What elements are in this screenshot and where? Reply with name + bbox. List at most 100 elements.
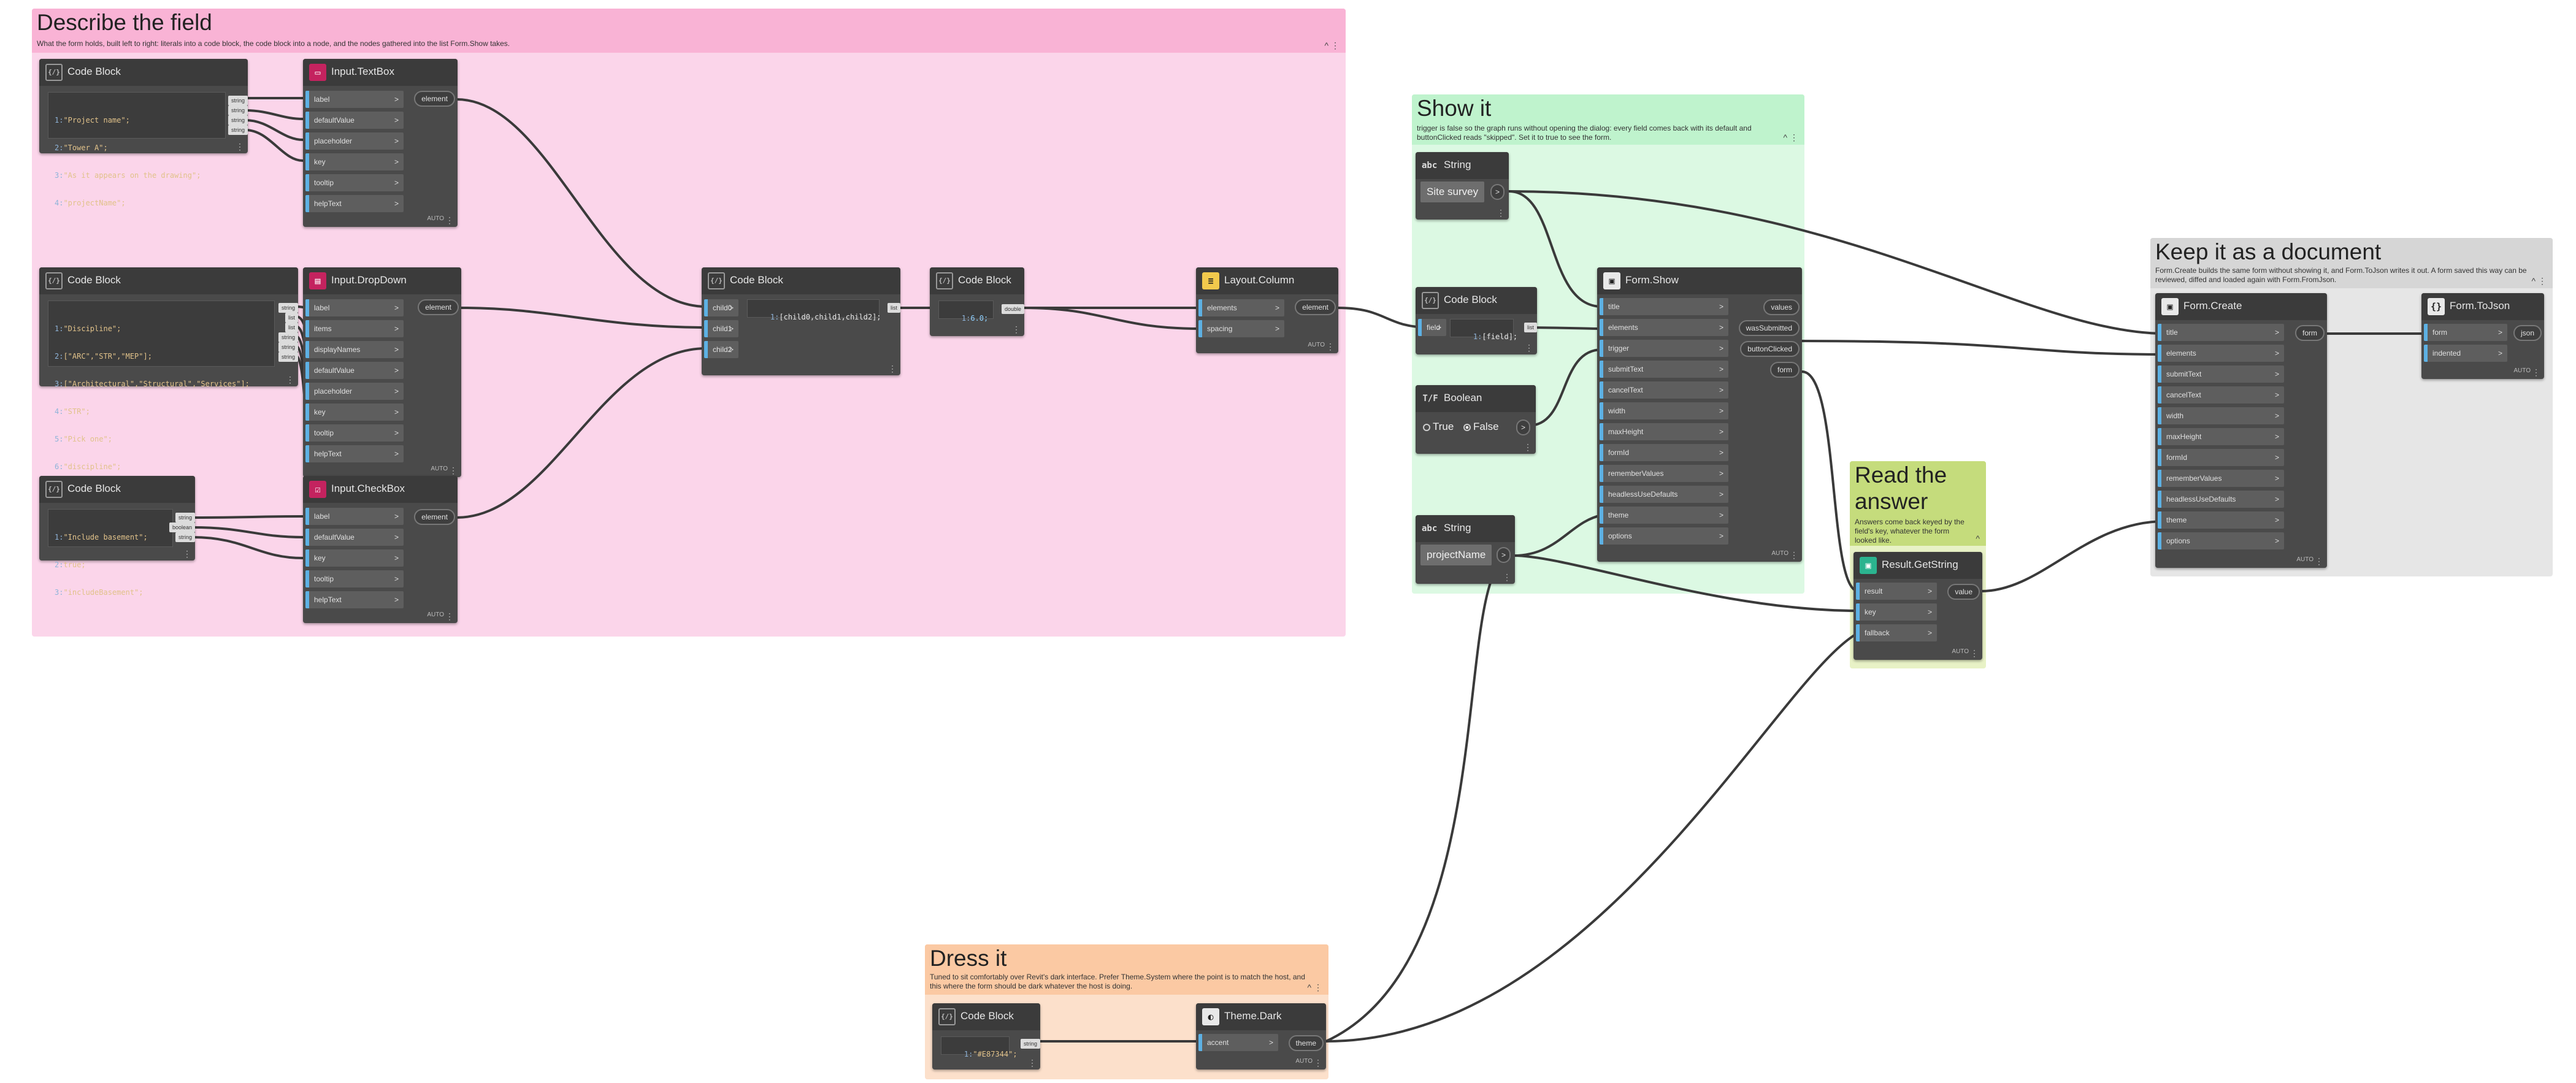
form-tojson-node[interactable]: {} Form.ToJson form indented json AUTO ⋮ [2421, 293, 2544, 379]
collapse-icon[interactable]: ^ ⋮ [1307, 982, 1322, 992]
input-port-options[interactable]: options [2158, 532, 2284, 549]
output-port-buttonclicked[interactable]: buttonClicked [1740, 341, 1800, 357]
code-block-node[interactable]: {/} Code Block 1:"Discipline"; 2:["ARC",… [39, 267, 298, 471]
input-port-submittext[interactable]: submitText [2158, 365, 2284, 383]
node-menu-icon[interactable]: ⋮ [449, 465, 458, 475]
boolean-node[interactable]: T/F Boolean True False > ⋮ [1416, 385, 1536, 454]
output-port[interactable]: string [228, 105, 248, 115]
string-node[interactable]: abc String Site survey > ⋮ [1416, 152, 1509, 220]
code-editor[interactable]: 1:"Discipline"; 2:["ARC","STR","MEP"]; 3… [48, 300, 275, 471]
input-port-elements[interactable]: elements [1198, 299, 1284, 316]
input-port-label[interactable]: label [305, 508, 404, 525]
input-port-fallback[interactable]: fallback [1856, 624, 1937, 641]
string-value-input[interactable]: Site survey [1420, 182, 1485, 202]
input-port-maxheight[interactable]: maxHeight [2158, 428, 2284, 445]
input-port-indented[interactable]: indented [2424, 345, 2507, 362]
input-port-remembervalues[interactable]: rememberValues [2158, 470, 2284, 487]
input-port-headlessusedefaults[interactable]: headlessUseDefaults [1600, 486, 1728, 503]
input-port-items[interactable]: items [305, 320, 404, 337]
input-port-key[interactable]: key [305, 153, 404, 170]
code-editor[interactable]: 1:"Project name"; 2:"Tower A"; 3:"As it … [48, 92, 226, 207]
output-port[interactable]: double [1001, 304, 1024, 314]
node-menu-icon[interactable]: ⋮ [1524, 442, 1532, 452]
input-port-result[interactable]: result [1856, 583, 1937, 600]
input-port-form[interactable]: form [2424, 324, 2507, 341]
input-port-elements[interactable]: elements [1600, 319, 1728, 336]
input-port-formid[interactable]: formId [1600, 444, 1728, 461]
input-port-label[interactable]: label [305, 299, 404, 316]
node-menu-icon[interactable]: ⋮ [888, 364, 897, 373]
input-port-helptext[interactable]: helpText [305, 591, 404, 608]
output-port-element[interactable]: element [414, 91, 455, 107]
output-port[interactable]: list [887, 303, 900, 313]
string-node[interactable]: abc String projectName > ⋮ [1416, 515, 1515, 584]
input-port-defaultvalue[interactable]: defaultValue [305, 529, 404, 546]
input-port-theme[interactable]: theme [2158, 511, 2284, 529]
output-port[interactable]: string [228, 115, 248, 125]
output-port[interactable]: > [1490, 184, 1505, 200]
input-port-helptext[interactable]: helpText [305, 195, 404, 212]
input-port-submittext[interactable]: submitText [1600, 361, 1728, 378]
code-block-node[interactable]: {/} Code Block 1:6.0; double ⋮ [930, 267, 1024, 336]
code-editor[interactable]: 1:[child0,child1,child2]; [747, 299, 881, 321]
output-port[interactable]: > [1516, 419, 1531, 435]
input-port-title[interactable]: title [1600, 298, 1728, 315]
node-menu-icon[interactable]: ⋮ [183, 549, 191, 559]
output-port-values[interactable]: values [1763, 299, 1800, 315]
code-editor[interactable]: 1:6.0; [938, 300, 994, 323]
output-port-theme[interactable]: theme [1288, 1035, 1324, 1051]
input-port-key[interactable]: key [305, 404, 404, 421]
node-menu-icon[interactable]: ⋮ [236, 142, 244, 151]
node-menu-icon[interactable]: ⋮ [1012, 324, 1021, 334]
code-block-node[interactable]: {/} Code Block 1:"Project name"; 2:"Towe… [39, 59, 248, 207]
input-port-width[interactable]: width [2158, 407, 2284, 424]
node-menu-icon[interactable]: ⋮ [2532, 367, 2540, 377]
code-editor[interactable]: 1:"Include basement"; 2:true; 3:"include… [48, 509, 173, 597]
string-value-input[interactable]: projectName [1420, 545, 1492, 565]
collapse-icon[interactable]: ^ ⋮ [1324, 40, 1340, 50]
output-port[interactable]: list [1524, 323, 1537, 332]
form-create-node[interactable]: ▣ Form.Create title elements submitText … [2155, 293, 2327, 568]
output-port[interactable]: boolean [169, 522, 195, 532]
input-port-defaultvalue[interactable]: defaultValue [305, 362, 404, 379]
node-menu-icon[interactable]: ⋮ [1326, 342, 1335, 351]
node-menu-icon[interactable]: ⋮ [1503, 572, 1511, 582]
input-port-label[interactable]: label [305, 91, 404, 108]
input-port-maxheight[interactable]: maxHeight [1600, 423, 1728, 440]
input-port-displaynames[interactable]: displayNames [305, 341, 404, 358]
input-port-canceltext[interactable]: cancelText [2158, 386, 2284, 404]
code-block-node[interactable]: {/} Code Block child0 child1 child2 1:[c… [702, 267, 900, 375]
output-port[interactable]: string [175, 513, 195, 522]
radio-false[interactable]: False [1463, 421, 1499, 433]
output-port-element[interactable]: element [418, 299, 459, 315]
node-menu-icon[interactable]: ⋮ [1970, 648, 1979, 658]
layout-column-node[interactable]: ≡ Layout.Column elements spacing element… [1196, 267, 1338, 353]
node-menu-icon[interactable]: ⋮ [1314, 1058, 1322, 1068]
input-port-remembervalues[interactable]: rememberValues [1600, 465, 1728, 482]
code-block-node[interactable]: {/} Code Block field 1:[field]; list ⋮ [1416, 287, 1537, 354]
collapse-icon[interactable]: ^ ⋮ [2531, 276, 2547, 286]
input-port-child2[interactable]: child2 [704, 341, 738, 358]
output-port[interactable]: string [278, 332, 298, 342]
node-menu-icon[interactable]: ⋮ [2315, 556, 2323, 566]
code-block-node[interactable]: {/} Code Block 1:"Include basement"; 2:t… [39, 476, 195, 597]
input-port-helptext[interactable]: helpText [305, 445, 404, 462]
collapse-icon[interactable]: ^ [1976, 534, 1980, 543]
input-port-tooltip[interactable]: tooltip [305, 174, 404, 191]
theme-dark-node[interactable]: ◐ Theme.Dark accent theme AUTO ⋮ [1196, 1003, 1326, 1070]
code-block-node[interactable]: {/} Code Block 1:"#E87344"; string ⋮ [932, 1003, 1040, 1070]
input-port-width[interactable]: width [1600, 402, 1728, 419]
input-textbox-node[interactable]: ▭ Input.TextBox label defaultValue place… [303, 59, 458, 227]
input-port-field[interactable]: field [1418, 319, 1446, 336]
node-menu-icon[interactable]: ⋮ [445, 611, 454, 621]
output-port[interactable]: string [228, 96, 248, 105]
result-getstring-node[interactable]: ▣ Result.GetString result key fallback v… [1853, 552, 1982, 660]
input-port-child1[interactable]: child1 [704, 320, 738, 337]
input-port-placeholder[interactable]: placeholder [305, 383, 404, 400]
node-menu-icon[interactable]: ⋮ [1497, 208, 1505, 218]
radio-true[interactable]: True [1423, 421, 1454, 433]
output-port-element[interactable]: element [1295, 299, 1336, 315]
input-port-accent[interactable]: accent [1198, 1034, 1278, 1051]
output-port-element[interactable]: element [414, 509, 455, 525]
output-port-wassubmitted[interactable]: wasSubmitted [1738, 320, 1800, 336]
